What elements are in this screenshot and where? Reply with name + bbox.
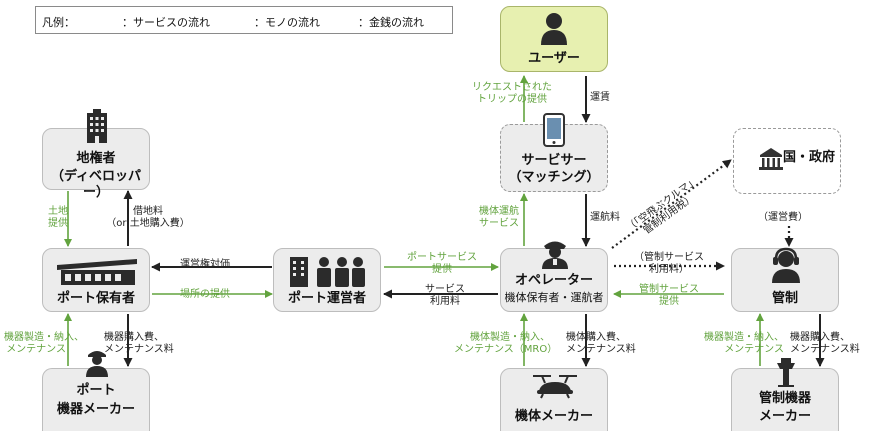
legend-goods-label: ：モノの流れ xyxy=(254,16,320,29)
port-maker-node: ポート 機器メーカー xyxy=(42,351,150,431)
government-label: 国・政府 xyxy=(782,150,835,165)
label-port-service: ポートサービス 提供 xyxy=(407,252,477,275)
landowner-node: 地権者 （ディベロッパー） xyxy=(42,109,150,200)
label-operating-cost: （運営費） xyxy=(758,212,808,223)
label-land-provide: 土地 提供 xyxy=(48,206,68,229)
port-owner-label: ポート保有者 xyxy=(56,291,135,306)
label-request-trip: リクエストされた トリップの提供 xyxy=(472,82,552,105)
landowner-sublabel: （ディベロッパー） xyxy=(50,169,142,200)
label-control-fee: （管制サービス 利用料） xyxy=(634,252,704,275)
aircraft-maker-label: 機体メーカー xyxy=(514,409,593,424)
label-fare: 運賃 xyxy=(590,92,610,103)
port-owner-node: ポート保有者 xyxy=(42,248,150,312)
government-node: 国・政府 xyxy=(733,128,841,194)
label-buy-port: 機器購入費、 メンテナンス料 xyxy=(104,332,174,355)
label-service-fee: サービス 利用料 xyxy=(425,284,465,307)
label-manuf-control: 機器製造・納入、 メンテナンス xyxy=(704,332,784,355)
legend-title: 凡例： xyxy=(42,16,75,29)
flying-car-icon xyxy=(533,375,577,399)
legend-money-label: ：金銭の流れ xyxy=(358,16,424,29)
headset-operator-icon xyxy=(772,247,800,283)
operator-sublabel: 機体保有者・運航者 xyxy=(504,291,604,304)
user-node: ユーザー xyxy=(500,6,608,72)
port-maker-label: ポート xyxy=(76,383,116,398)
label-control-service: 管制サービス 提供 xyxy=(639,284,699,307)
person-icon xyxy=(541,13,567,45)
servicer-node: サービサー （マッチング） xyxy=(500,113,608,192)
legend-service-label: ：サービスの流れ xyxy=(122,16,210,29)
control-node: 管制 xyxy=(731,247,839,312)
aircraft-maker-node: 機体メーカー xyxy=(500,368,608,431)
building-icon xyxy=(87,109,107,143)
label-manuf-aircraft: 機体製造・納入、 メンテナンス（MRO） xyxy=(454,332,558,355)
government-building-icon xyxy=(759,148,783,170)
user-label: ユーザー xyxy=(528,51,580,66)
servicer-sublabel: （マッチング） xyxy=(508,170,600,185)
port-operator-label: ポート運営者 xyxy=(287,291,366,306)
operator-label: オペレーター xyxy=(514,273,593,288)
servicer-label: サービサー xyxy=(521,153,587,168)
staff-icon xyxy=(290,257,365,287)
smartphone-icon xyxy=(543,113,565,147)
label-buy-control: 機器購入費、 メンテナンス料 xyxy=(790,332,860,355)
control-maker-sublabel: メーカー xyxy=(758,409,811,424)
control-tower-icon xyxy=(777,358,795,387)
control-label: 管制 xyxy=(771,291,798,306)
label-operation-fee: 運航料 xyxy=(590,212,620,223)
label-usage-right: 運営権対価 xyxy=(180,259,230,270)
label-land-rent: 借地料 （or 土地購入費） xyxy=(106,206,190,229)
control-maker-node: 管制機器 メーカー xyxy=(731,358,839,431)
label-manuf-port: 機器製造・納入、 メンテナンス xyxy=(4,332,84,355)
port-maker-sublabel: 機器メーカー xyxy=(56,402,135,417)
port-operator-node: ポート運営者 xyxy=(273,248,381,312)
pilot-icon xyxy=(542,241,568,269)
landowner-label: 地権者 xyxy=(76,151,116,166)
operator-node: オペレーター 機体保有者・運航者 xyxy=(500,241,608,312)
label-place-provide: 場所の提供 xyxy=(180,289,230,300)
label-buy-aircraft: 機体購入費、 メンテナンス料 xyxy=(566,332,636,355)
port-facility-icon xyxy=(57,259,137,285)
label-aircraft-service: 機体運航 サービス xyxy=(479,206,519,229)
control-maker-label: 管制機器 xyxy=(758,391,811,406)
legend: 凡例： ：サービスの流れ ：モノの流れ ：金銭の流れ xyxy=(35,6,453,34)
worker-icon xyxy=(86,351,108,377)
